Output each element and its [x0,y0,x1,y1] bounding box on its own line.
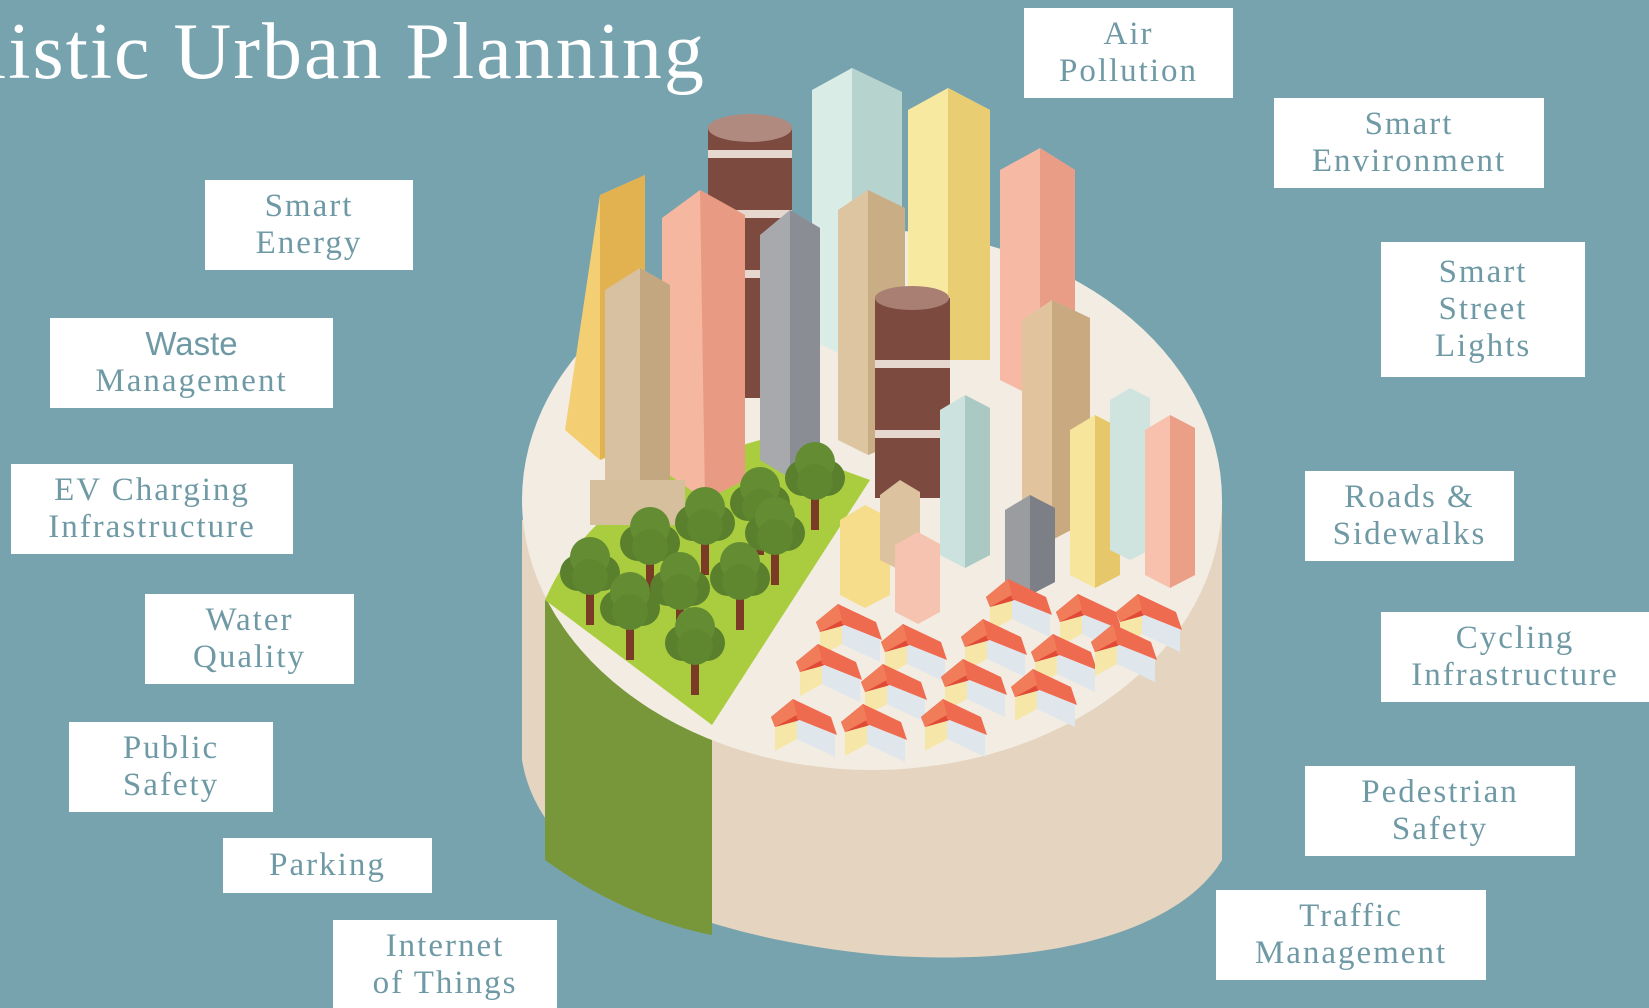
label-public-safety: Public Safety [69,722,273,812]
label-smart-environment: Smart Environment [1274,98,1544,188]
label-cycling-infrastructure: Cycling Infrastructure [1381,612,1649,702]
label-smart-energy: Smart Energy [205,180,413,270]
label-line: Public [122,730,220,767]
label-line: Management [1254,935,1448,971]
label-line: Sidewalks [1332,516,1487,552]
park-side [545,600,712,935]
label-line: Waste [145,325,238,363]
label-line: Energy [255,225,363,261]
label-line: Safety [1391,811,1489,847]
label-line: Traffic [1299,898,1403,935]
label-air-pollution: Air Pollution [1024,8,1233,98]
label-water-quality: Water Quality [145,594,354,684]
label-traffic-management: Traffic Management [1216,890,1486,980]
label-line: Roads & [1344,479,1475,516]
label-smart-street-lights: Smart Street Lights [1381,242,1585,377]
label-line: Cycling [1455,620,1575,657]
label-line: Infrastructure [1411,657,1619,693]
label-line: Pedestrian [1361,774,1519,811]
label-line: Safety [122,767,220,803]
label-line: Quality [193,639,306,675]
label-internet-of-things: Internet of Things [333,920,557,1008]
label-line: of Things [372,965,518,1001]
label-parking: Parking [223,838,432,893]
label-line: Management [95,363,288,399]
label-line: EV Charging [54,472,250,509]
label-line: Internet [385,928,505,965]
label-line: Air [1103,16,1154,53]
label-line: Smart [1364,106,1454,143]
label-line: Smart [1438,254,1528,291]
label-pedestrian-safety: Pedestrian Safety [1305,766,1575,856]
label-line: Lights [1434,327,1532,364]
label-line: Parking [269,847,386,884]
label-line: Water [205,602,294,639]
label-line: Environment [1311,143,1507,179]
label-line: Pollution [1058,53,1199,89]
label-line: Infrastructure [48,509,256,545]
label-roads-sidewalks: Roads & Sidewalks [1305,471,1514,561]
page-title: olistic Urban Planning [0,8,706,96]
label-line: Smart [264,188,354,225]
label-waste-management: Waste Management [50,318,333,408]
label-ev-charging: EV Charging Infrastructure [11,464,293,554]
label-line: Street [1438,291,1528,328]
